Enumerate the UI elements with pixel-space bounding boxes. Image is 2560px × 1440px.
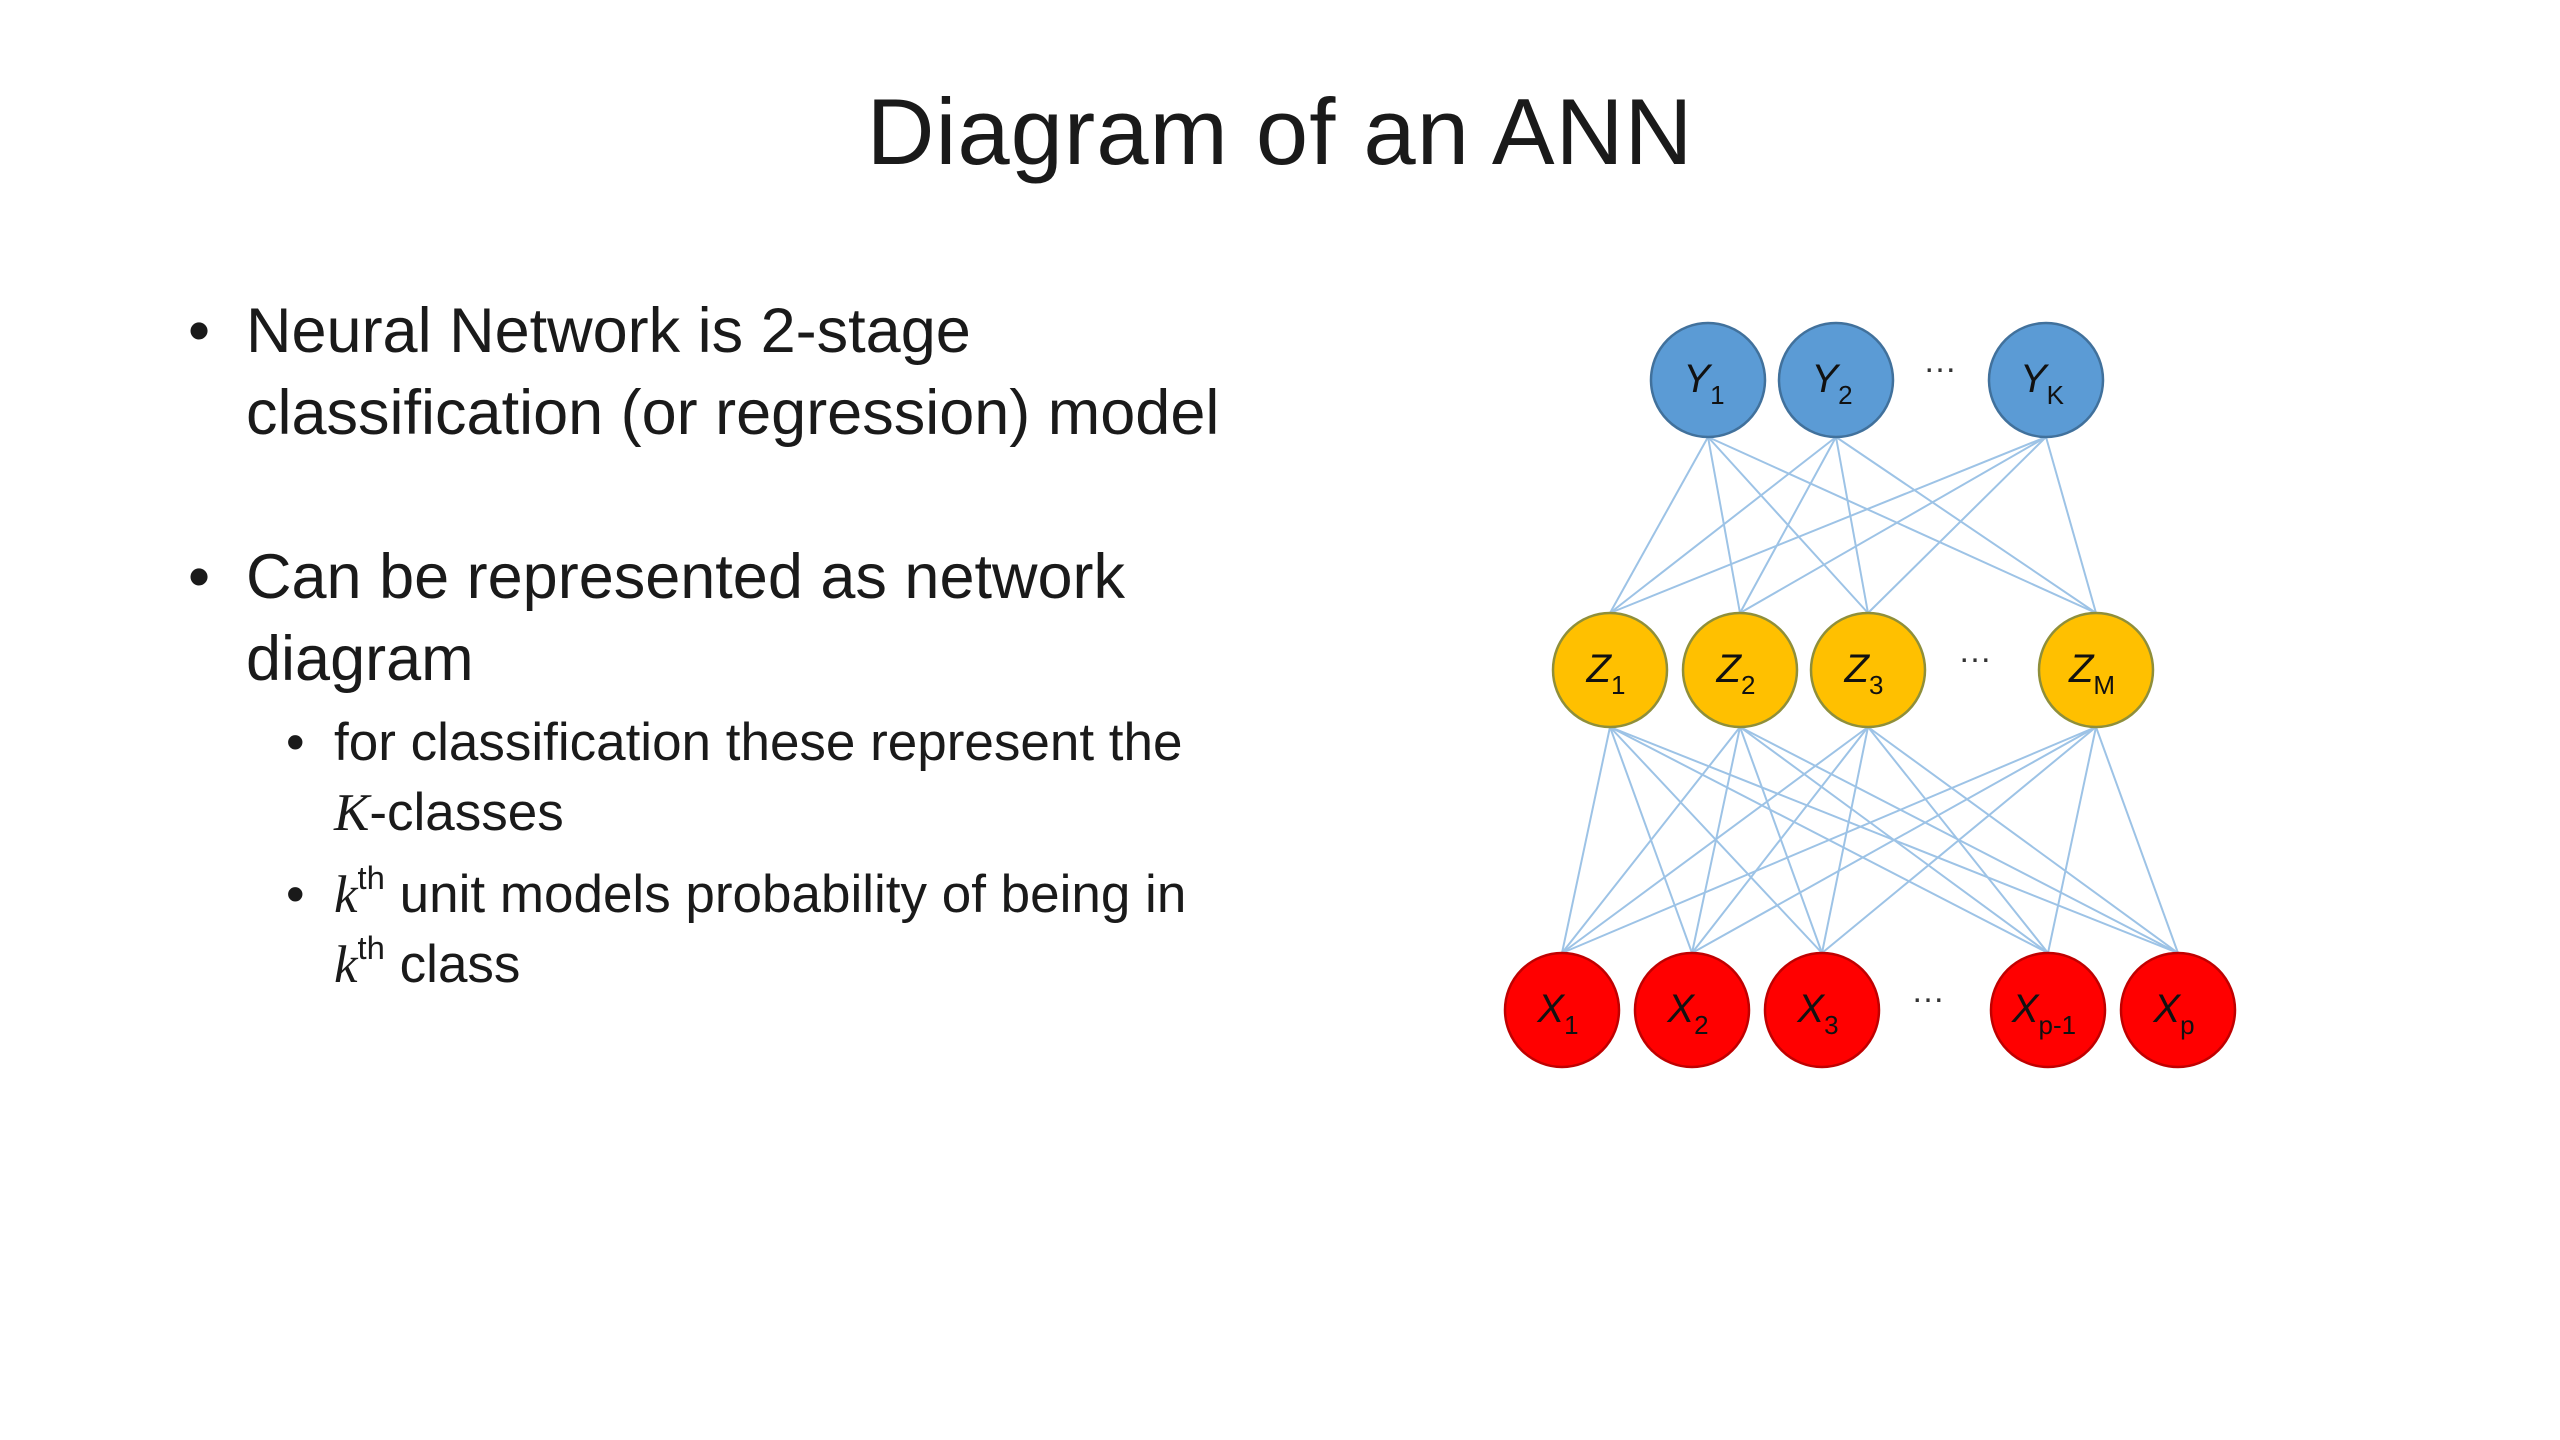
network-edge <box>1609 726 2179 954</box>
input-node-label: X1 <box>1536 987 1578 1040</box>
input-node-x-2: X2 <box>1633 951 1751 1069</box>
bullet-text: Can be represented as network diagram <box>246 542 1126 694</box>
input-node-x-3: X3 <box>1763 951 1881 1069</box>
output-ellipsis: … <box>1923 342 1957 380</box>
hidden-node-circle <box>1809 611 1927 729</box>
math-symbol: K <box>334 784 370 842</box>
network-edge <box>1821 726 1869 954</box>
input-node-x-1: X1 <box>1503 951 1621 1069</box>
hidden-ellipsis: … <box>1958 632 1992 670</box>
output-node-circle <box>1649 321 1767 439</box>
output-node-y-k: YK <box>1987 321 2105 439</box>
network-edge <box>1739 436 1837 614</box>
network-edge <box>1609 726 1693 954</box>
bullet-item: Neural Network is 2-stage classification… <box>188 290 1248 454</box>
input-node-label: Xp-1 <box>2011 987 2076 1040</box>
input-node-x-p-1: Xp-1 <box>1989 951 2107 1069</box>
output-node-label: Y2 <box>1811 357 1852 410</box>
network-edge <box>1561 726 1611 954</box>
sub-bullet-item: for classification these represent the K… <box>286 708 1248 848</box>
hidden-node-label: Z3 <box>1844 647 1884 700</box>
hidden-node-z-1: Z1 <box>1551 611 1669 729</box>
network-edge <box>2095 726 2179 954</box>
superscript: th <box>357 859 385 896</box>
network-edge <box>1609 726 1823 954</box>
input-ellipsis: … <box>1911 972 1945 1010</box>
output-node-circle <box>1987 321 2105 439</box>
input-node-circle <box>1989 951 2107 1069</box>
network-edge <box>1821 726 2097 954</box>
bullet-item: Can be represented as network diagram fo… <box>188 536 1248 1000</box>
hidden-node-label: Z2 <box>1716 647 1756 700</box>
sub-bullet-text: for classification these represent the <box>334 713 1183 772</box>
network-edge <box>1609 436 1837 614</box>
network-edge <box>1707 436 1741 614</box>
ellipsis-group: … … … <box>1911 342 1992 1010</box>
math-symbol: k <box>334 936 358 994</box>
input-node-circle <box>1763 951 1881 1069</box>
input-node-circle <box>1503 951 1621 1069</box>
output-node-y-1: Y1 <box>1649 321 1767 439</box>
network-edge <box>1835 436 2097 614</box>
network-edge <box>1867 726 2049 954</box>
hidden-node-label: ZM <box>2068 647 2115 700</box>
sub-bullet-text: class <box>384 935 521 994</box>
network-edge <box>1707 436 2097 614</box>
edge-group <box>1561 436 2179 954</box>
network-edge <box>1561 726 1869 954</box>
hidden-node-z-2: Z2 <box>1681 611 1799 729</box>
network-edge <box>1739 436 2047 614</box>
network-edge <box>1691 726 1869 954</box>
input-node-circle <box>2119 951 2237 1069</box>
network-edge <box>1561 726 1741 954</box>
hidden-node-circle <box>1551 611 1669 729</box>
network-edge <box>1609 436 2047 614</box>
input-node-label: Xp <box>2152 987 2194 1040</box>
sub-bullet-list: for classification these represent the K… <box>246 708 1248 1000</box>
input-node-x-p: Xp <box>2119 951 2237 1069</box>
hidden-node-z-m: ZM <box>2037 611 2155 729</box>
input-node-label: X3 <box>1796 987 1838 1040</box>
input-node-circle <box>1633 951 1751 1069</box>
network-edge <box>1867 726 2179 954</box>
network-edge <box>1609 436 1709 614</box>
sub-bullet-text: -classes <box>369 783 564 842</box>
network-edge <box>1609 726 2049 954</box>
output-node-label: Y1 <box>1683 357 1724 410</box>
hidden-node-label: Z1 <box>1586 647 1626 700</box>
superscript: th <box>357 929 385 966</box>
hidden-node-z-3: Z3 <box>1809 611 1927 729</box>
hidden-node-circle <box>1681 611 1799 729</box>
node-group: Y1 Y2 YK Z1 Z2 Z3 ZM X1 X2 X3 Xp-1 Xp <box>1503 321 2237 1069</box>
output-node-label: YK <box>2020 357 2065 410</box>
bullet-text: Neural Network is 2-stage classification… <box>246 296 1220 448</box>
network-edge <box>1691 726 1741 954</box>
math-symbol: k <box>334 866 358 924</box>
network-edge <box>1691 726 2097 954</box>
slide-title: Diagram of an ANN <box>866 79 1694 184</box>
hidden-node-circle <box>2037 611 2155 729</box>
network-edge <box>2047 726 2097 954</box>
input-node-label: X2 <box>1666 987 1708 1040</box>
network-edge <box>1739 726 2049 954</box>
output-node-y-2: Y2 <box>1777 321 1895 439</box>
network-edge <box>1739 726 1823 954</box>
sub-bullet-item: kth unit models probability of being in … <box>286 860 1248 1000</box>
network-edge <box>2045 436 2097 614</box>
network-edge <box>1707 436 1869 614</box>
bullet-list: Neural Network is 2-stage classification… <box>188 290 1248 1012</box>
sub-bullet-text: unit models probability of being in <box>384 865 1187 924</box>
network-edge <box>1835 436 1869 614</box>
network-edge <box>1739 726 2179 954</box>
network-edge <box>1867 436 2047 614</box>
network-edge <box>1561 726 2097 954</box>
output-node-circle <box>1777 321 1895 439</box>
